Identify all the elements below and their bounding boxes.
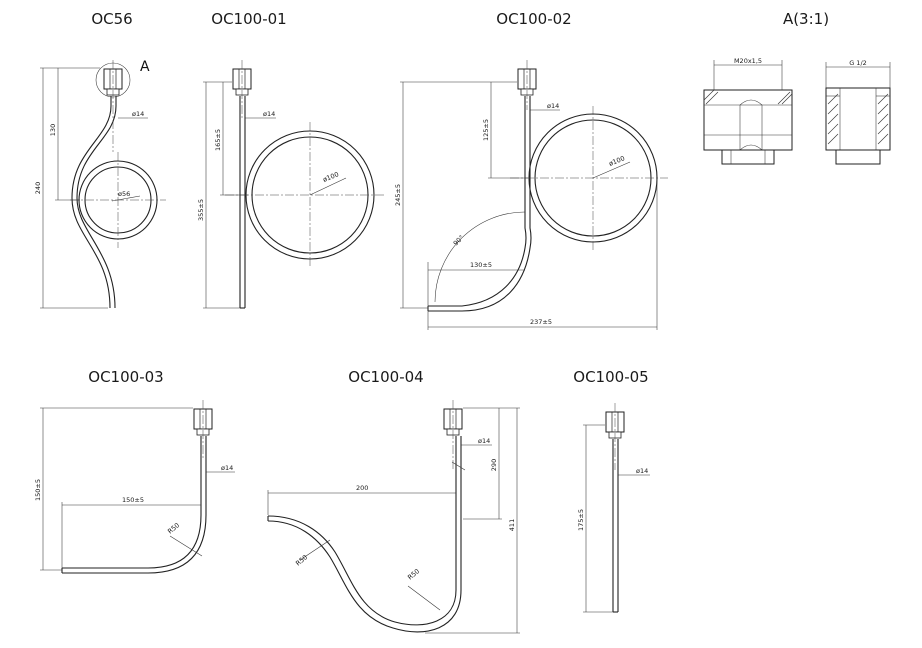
dim-oc100-02-upper: 125±5 bbox=[482, 119, 490, 141]
drawing-oc100-02: 90° 245±5 125±5 130±5 237±5 ø14 ø100 bbox=[394, 60, 668, 330]
dim-oc100-04-horizontal: 200 bbox=[356, 484, 368, 492]
drawing-oc56: 240 130 ø14 ø56 A bbox=[34, 59, 166, 309]
dim-oc100-04-upper: 290 bbox=[490, 459, 498, 471]
dim-oc100-02-loop: ø100 bbox=[608, 154, 626, 168]
dim-oc100-01-height: 355±5 bbox=[197, 199, 205, 221]
dim-oc56-upper: 130 bbox=[49, 124, 57, 136]
dim-oc100-05-height: 175±5 bbox=[577, 509, 585, 531]
dim-oc100-02-horizontal: 130±5 bbox=[470, 261, 492, 269]
dim-oc100-01-loop: ø100 bbox=[322, 170, 340, 184]
dim-oc100-02-height: 245±5 bbox=[394, 184, 402, 206]
drawing-oc100-04: 200 290 411 ø14 R50 R50 bbox=[267, 400, 520, 634]
title-oc56: OC56 bbox=[91, 10, 132, 28]
dim-oc100-03-radius: R50 bbox=[166, 521, 181, 535]
dim-oc100-02-width: 237±5 bbox=[530, 318, 552, 326]
title-detail-a: A(3:1) bbox=[783, 10, 829, 28]
dim-oc100-03-height: 150±5 bbox=[34, 479, 42, 501]
detail-a-view: M20x1,5 G 1/2 bbox=[703, 57, 891, 165]
title-oc100-02: OC100-02 bbox=[496, 10, 571, 28]
title-oc100-01: OC100-01 bbox=[211, 10, 286, 28]
drawing-oc100-01: 355±5 165±5 ø14 ø100 bbox=[197, 60, 385, 309]
dim-oc100-04-radius-right: R50 bbox=[406, 567, 421, 581]
dim-oc100-05-tube: ø14 bbox=[636, 467, 648, 475]
dim-oc100-03-tube: ø14 bbox=[221, 464, 233, 472]
dim-oc100-04-tube: ø14 bbox=[478, 437, 490, 445]
title-oc100-04: OC100-04 bbox=[348, 368, 423, 386]
dim-oc100-01-upper: 165±5 bbox=[214, 129, 222, 151]
drawing-oc100-05: 175±5 ø14 bbox=[577, 403, 650, 613]
dim-oc56-height: 240 bbox=[34, 182, 42, 194]
dim-oc100-01-tube: ø14 bbox=[263, 110, 275, 118]
dim-detail-g-thread: G 1/2 bbox=[849, 59, 867, 67]
dim-detail-m-thread: M20x1,5 bbox=[734, 57, 762, 65]
dim-oc100-02-tube: ø14 bbox=[547, 102, 559, 110]
title-oc100-05: OC100-05 bbox=[573, 368, 648, 386]
dim-oc56-tube: ø14 bbox=[132, 110, 144, 118]
drawing-oc100-03: 150±5 150±5 ø14 R50 bbox=[34, 400, 235, 574]
title-oc100-03: OC100-03 bbox=[88, 368, 163, 386]
dim-oc100-03-horizontal: 150±5 bbox=[122, 496, 144, 504]
dim-oc56-loop: ø56 bbox=[118, 190, 130, 198]
detail-marker-a: A bbox=[140, 59, 150, 75]
dim-oc100-02-angle: 90° bbox=[452, 234, 466, 248]
dim-oc100-04-height: 411 bbox=[508, 519, 516, 531]
